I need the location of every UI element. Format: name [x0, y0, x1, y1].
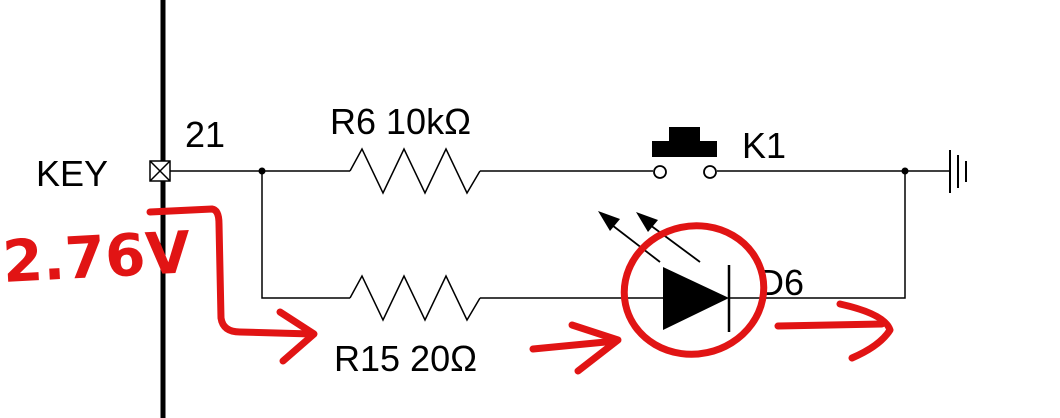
switch-k1	[652, 127, 717, 179]
voltage-note: 2.76V	[1, 218, 192, 296]
wires	[170, 170, 950, 299]
pin-number: 21	[185, 114, 225, 155]
arrow-to-led	[529, 321, 622, 375]
connector-label: KEY	[36, 153, 108, 194]
junction-dot	[901, 167, 909, 175]
k1-label: K1	[742, 125, 786, 166]
key-connector	[149, 160, 171, 182]
resistor-r15	[349, 274, 481, 322]
current-path-arrow	[146, 205, 318, 365]
resistor-r6	[349, 147, 481, 195]
junction-dot	[258, 167, 266, 175]
led-highlight-circle	[620, 222, 768, 358]
voltage-annotation: 2.76V	[1, 218, 192, 296]
r15-label: R15 20Ω	[334, 338, 477, 379]
led-d6	[598, 211, 731, 332]
arrow-from-led	[774, 300, 894, 362]
ground-icon	[949, 150, 967, 193]
r6-label: R6 10kΩ	[330, 101, 471, 142]
